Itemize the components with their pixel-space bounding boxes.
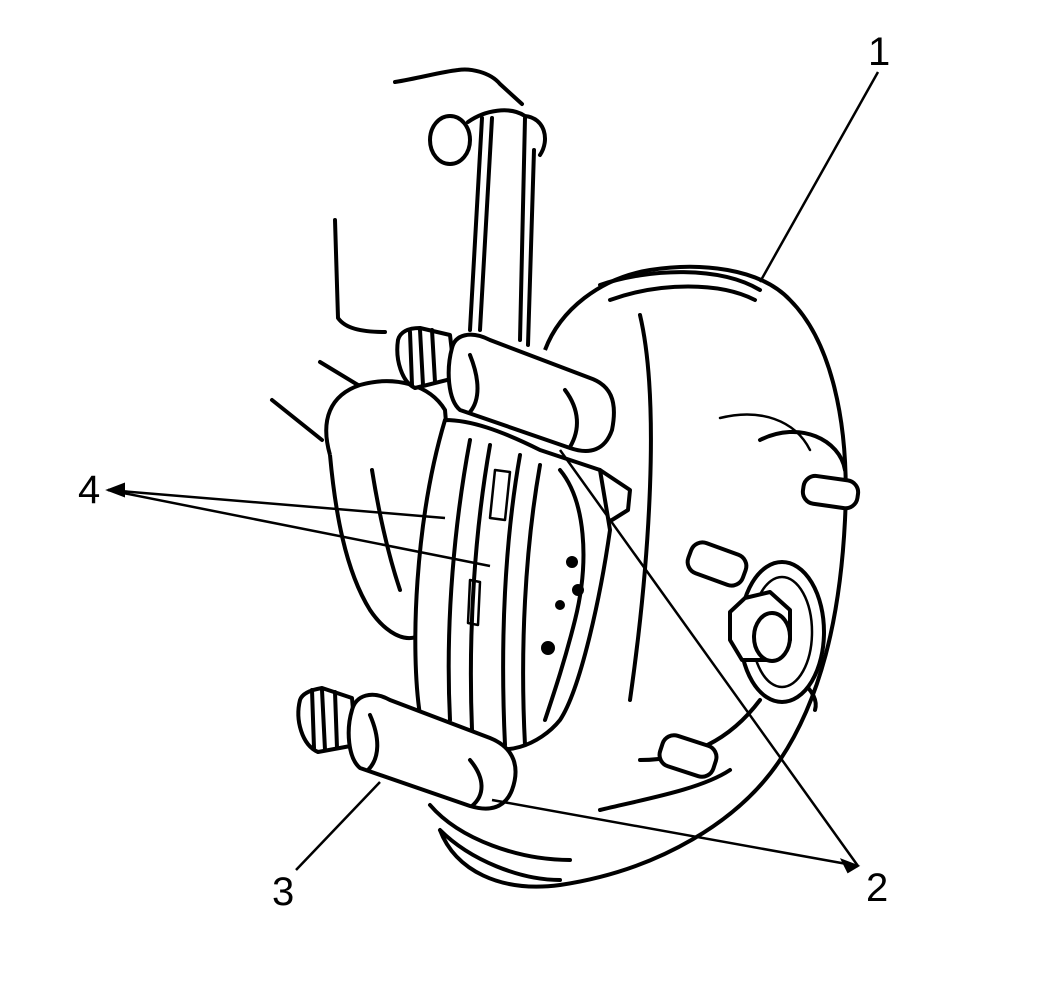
leader-line-4a bbox=[107, 488, 446, 520]
leader-line-2b bbox=[491, 798, 859, 868]
callout-3: 3 bbox=[272, 870, 295, 914]
leader-line-4b bbox=[107, 488, 491, 568]
leader-line-3 bbox=[295, 781, 381, 871]
arrowhead-2 bbox=[839, 858, 861, 874]
leader-line-1 bbox=[758, 71, 880, 283]
leader-lines bbox=[105, 71, 880, 874]
steering-knuckle bbox=[333, 67, 547, 347]
leader-line-2a bbox=[558, 449, 860, 867]
arrowhead-4 bbox=[105, 482, 125, 498]
lower-guide-pin bbox=[296, 686, 518, 811]
callout-1: 1 bbox=[868, 30, 891, 74]
caliper-bracket bbox=[413, 418, 632, 752]
callout-4: 4 bbox=[78, 468, 101, 512]
upper-guide-pin bbox=[395, 326, 616, 453]
callout-2: 2 bbox=[866, 866, 889, 910]
